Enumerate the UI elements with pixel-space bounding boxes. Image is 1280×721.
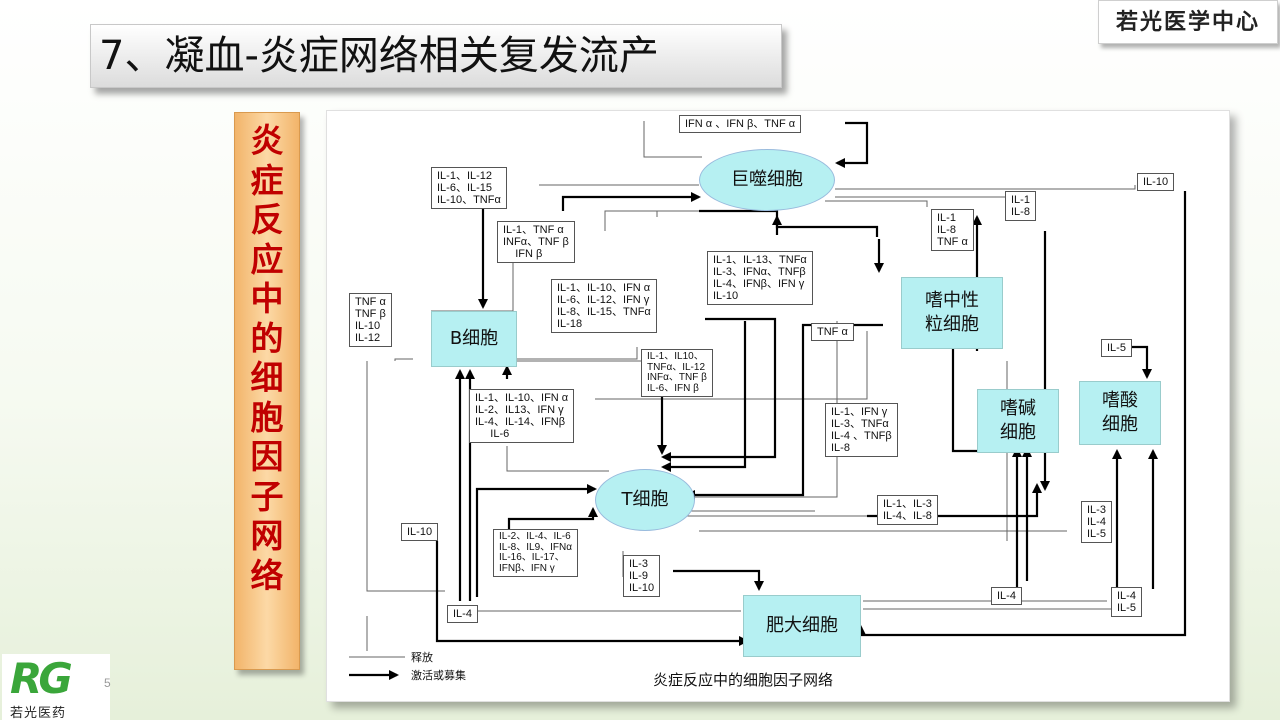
cell-macrophage: 巨噬细胞 [699,149,835,211]
cell-eosinophil: 嗜酸 细胞 [1079,381,1161,445]
label-il1-il12: IL-1、IL-12 IL-6、IL-15 IL-10、TNFα [431,167,507,209]
label-il1-tnf: IL-1、TNF α INFα、TNF β IFN β [497,221,575,263]
cell-t: T细胞 [595,469,695,531]
cell-mast: 肥大细胞 [743,595,861,657]
slide-title: 7、凝血-炎症网络相关复发流产 [99,33,659,79]
cell-neutrophil: 嗜中性 粒细胞 [901,277,1003,349]
side-title-box: 炎症反应中的细胞因子网络 [234,112,300,670]
label-mac-il10: IL-10 [1137,173,1175,191]
cell-basophil: 嗜碱 细胞 [977,389,1059,453]
logo-mark: RG [10,654,73,703]
label-eos-box: IL-3 IL-4 IL-5 [1081,501,1112,543]
slide-number: 5 [104,676,111,690]
side-title: 炎症反应中的细胞因子网络 [250,121,284,595]
label-ifn-gamma: IL-1、IFN γ IL-3、TNFα IL-4 、TNFβ IL-8 [825,403,898,457]
legend-activate-label: 激活或募集 [411,669,466,682]
label-t-il1-il10: IL-1、IL10、 TNFα、IL-12 INFα、TNF β IL-6、IF… [641,349,713,397]
legend-release-label: 释放 [411,651,433,664]
label-mid-il13: IL-1、IL-13、TNFα IL-3、IFNα、TNFβ IL-4、IFNβ… [707,251,813,305]
cytokine-network-diagram: 巨噬细胞 B细胞 T细胞 嗜中性 粒细胞 嗜碱 细胞 嗜酸 细胞 肥大细胞 IF… [326,110,1230,702]
label-tnf-alpha-mid: TNF α [811,323,854,341]
slide-title-box: 7、凝血-炎症网络相关复发流产 [90,24,782,88]
label-il1-il3: IL-1、IL-3 IL-4、IL-8 [877,495,938,525]
label-il4-left: IL-4 [447,605,478,623]
brand-badge: 若光医学中心 [1098,0,1278,44]
label-t-out-il3: IL-3 IL-9 IL-10 [623,555,661,597]
label-b-in: IL-1、IL-10、IFN α IL-2、IL13、IFN γ IL-4、IL… [469,389,575,443]
label-mac-il1-il8: IL-1 IL-8 [1005,191,1036,221]
label-tnf-left: TNF α TNF β IL-10 IL-12 [349,293,392,347]
brand-text: 若光医学中心 [1115,9,1260,35]
label-il10-left: IL-10 [401,523,439,541]
label-eos-in: IL-5 [1101,339,1132,357]
label-mid-il1: IL-1、IL-10、IFN α IL-6、IL-12、IFN γ IL-8、I… [551,279,657,333]
cell-b: B细胞 [431,311,517,367]
label-mast-il4: IL-4 [991,587,1022,605]
label-t-in: IL-2、IL-4、IL-6 IL-8、IL9、IFNα IL-16、IL-17… [493,529,579,577]
label-mast-il4-il5: IL-4 IL-5 [1111,587,1142,617]
logo-text: 若光医药 [10,706,67,721]
label-neut-in: IL-1 IL-8 TNF α [931,209,974,251]
diagram-caption: 炎症反应中的细胞因子网络 [653,671,834,689]
company-logo: RG 若光医药 [2,654,110,721]
label-top-loop: IFN α 、IFN β、TNF α [679,115,802,133]
